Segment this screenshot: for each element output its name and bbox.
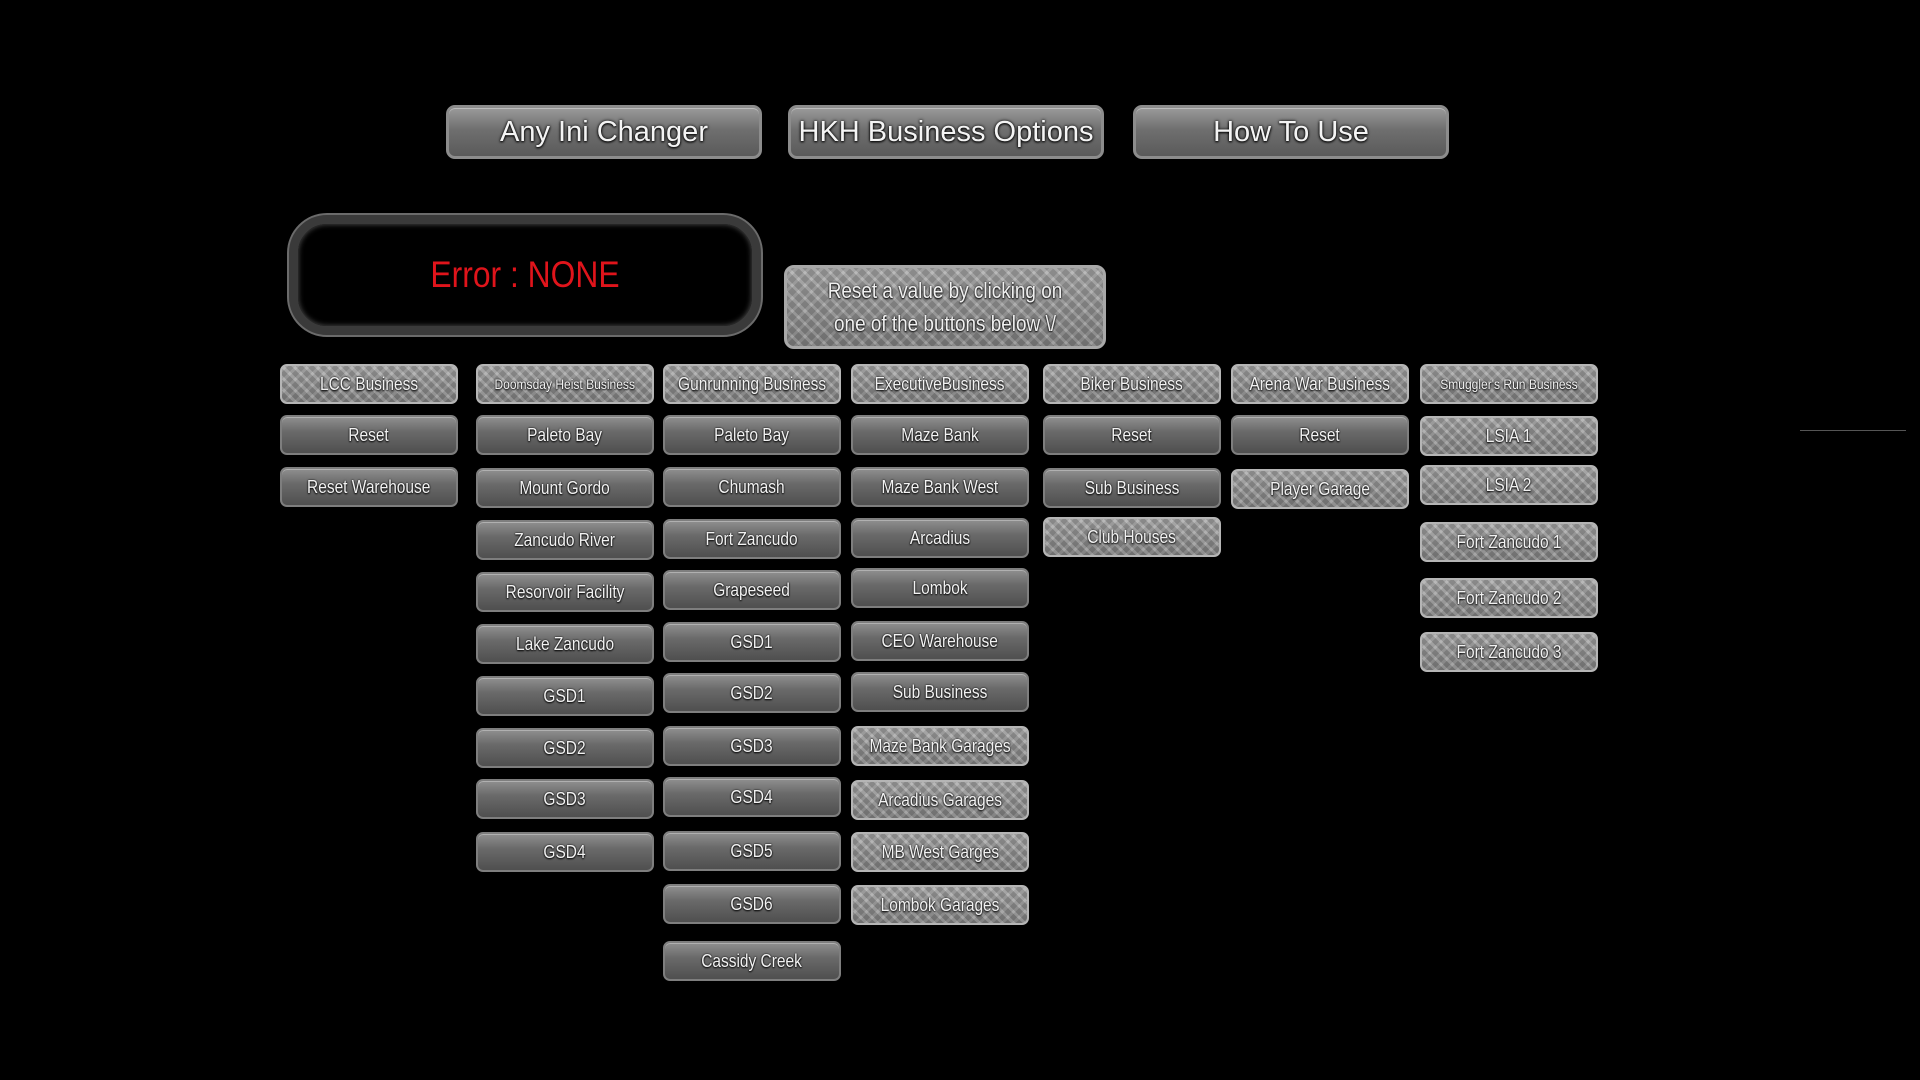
biker-business-header: Biker Business [1043, 364, 1221, 404]
executive-mb-west-garges-button[interactable]: MB West Garges [851, 832, 1029, 872]
doomsday-paleto-bay-button[interactable]: Paleto Bay [476, 415, 654, 455]
tab-label: HKH Business Options [798, 115, 1094, 148]
arena-war-business-header: Arena War Business [1231, 364, 1409, 404]
gunrunning-gsd5-button[interactable]: GSD5 [663, 831, 841, 871]
lcc-business-header: LCC Business [280, 364, 458, 404]
smugglers-lsia-2-button[interactable]: LSIA 2 [1420, 465, 1598, 505]
tab-label: How To Use [1213, 115, 1369, 148]
doomsday-mount-gordo-button[interactable]: Mount Gordo [476, 468, 654, 508]
executive-maze-bank-garages-button[interactable]: Maze Bank Garages [851, 726, 1029, 766]
tab-label: Any Ini Changer [500, 115, 708, 148]
gunrunning-gsd2-button[interactable]: GSD2 [663, 673, 841, 713]
gunrunning-fort-zancudo-button[interactable]: Fort Zancudo [663, 519, 841, 559]
biker-club-houses-button[interactable]: Club Houses [1043, 517, 1221, 557]
lcc-reset-warehouse-button[interactable]: Reset Warehouse [280, 467, 458, 507]
doomsday-gsd2-button[interactable]: GSD2 [476, 728, 654, 768]
executive-arcadius-button[interactable]: Arcadius [851, 518, 1029, 558]
arena-war-reset-button[interactable]: Reset [1231, 415, 1409, 455]
doomsday-zancudo-river-button[interactable]: Zancudo River [476, 520, 654, 560]
arena-war-player-garage-button[interactable]: Player Garage [1231, 469, 1409, 509]
biker-reset-button[interactable]: Reset [1043, 415, 1221, 455]
gunrunning-gsd6-button[interactable]: GSD6 [663, 884, 841, 924]
error-text: Error : NONE [430, 254, 620, 295]
executive-business-header: ExecutiveBusiness [851, 364, 1029, 404]
executive-arcadius-garages-button[interactable]: Arcadius Garages [851, 780, 1029, 820]
doomsday-gsd4-button[interactable]: GSD4 [476, 832, 654, 872]
biker-sub-business-button[interactable]: Sub Business [1043, 468, 1221, 508]
doomsday-resorvoir-facility-button[interactable]: Resorvoir Facility [476, 572, 654, 612]
error-display: Error : NONE [289, 215, 761, 335]
smugglers-lsia-1-button[interactable]: LSIA 1 [1420, 416, 1598, 456]
gunrunning-paleto-bay-button[interactable]: Paleto Bay [663, 415, 841, 455]
smugglers-fort-zancudo-3-button[interactable]: Fort Zancudo 3 [1420, 632, 1598, 672]
doomsday-lake-zancudo-button[interactable]: Lake Zancudo [476, 624, 654, 664]
reset-hint: Reset a value by clicking on one of the … [784, 265, 1106, 349]
executive-lombok-garages-button[interactable]: Lombok Garages [851, 885, 1029, 925]
doomsday-gsd1-button[interactable]: GSD1 [476, 676, 654, 716]
reset-hint-text: Reset a value by clicking on one of the … [827, 278, 1063, 336]
gunrunning-cassidy-creek-button[interactable]: Cassidy Creek [663, 941, 841, 981]
tab-any-ini-changer[interactable]: Any Ini Changer [446, 105, 762, 159]
gunrunning-grapeseed-button[interactable]: Grapeseed [663, 570, 841, 610]
tab-how-to-use[interactable]: How To Use [1133, 105, 1449, 159]
executive-ceo-warehouse-button[interactable]: CEO Warehouse [851, 621, 1029, 661]
lcc-reset-button[interactable]: Reset [280, 415, 458, 455]
executive-maze-bank-button[interactable]: Maze Bank [851, 415, 1029, 455]
smugglers-run-business-header: Smuggler's Run Business [1420, 364, 1598, 404]
smugglers-fort-zancudo-1-button[interactable]: Fort Zancudo 1 [1420, 522, 1598, 562]
gunrunning-chumash-button[interactable]: Chumash [663, 467, 841, 507]
gunrunning-business-header: Gunrunning Business [663, 364, 841, 404]
gunrunning-gsd3-button[interactable]: GSD3 [663, 726, 841, 766]
gunrunning-gsd1-button[interactable]: GSD1 [663, 622, 841, 662]
tab-hkh-business-options[interactable]: HKH Business Options [788, 105, 1104, 159]
doomsday-business-header: Doomsday Heist Business [476, 364, 654, 404]
executive-lombok-button[interactable]: Lombok [851, 568, 1029, 608]
divider [1800, 430, 1906, 431]
smugglers-fort-zancudo-2-button[interactable]: Fort Zancudo 2 [1420, 578, 1598, 618]
doomsday-gsd3-button[interactable]: GSD3 [476, 779, 654, 819]
executive-maze-bank-west-button[interactable]: Maze Bank West [851, 467, 1029, 507]
executive-sub-business-button[interactable]: Sub Business [851, 672, 1029, 712]
gunrunning-gsd4-button[interactable]: GSD4 [663, 777, 841, 817]
